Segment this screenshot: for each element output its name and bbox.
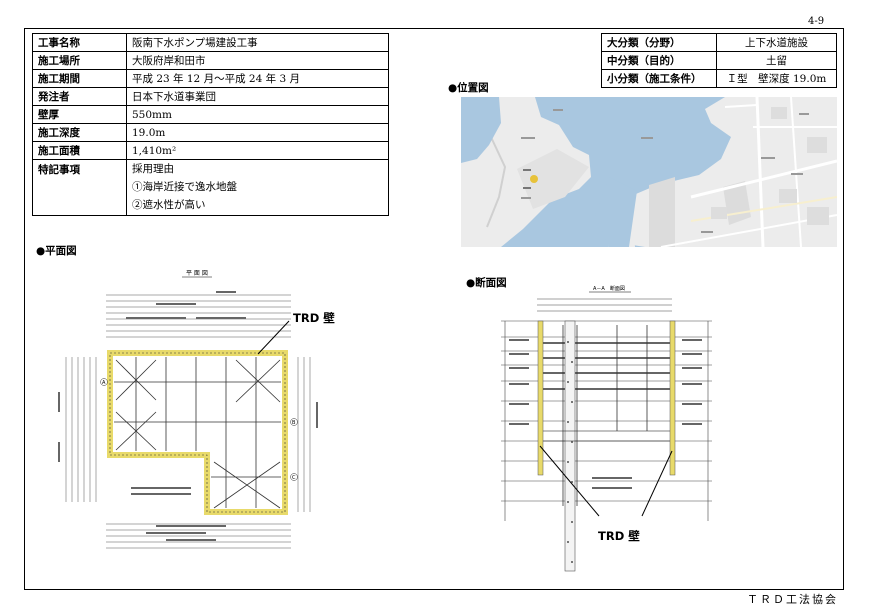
page-number: 4-9 bbox=[808, 16, 825, 27]
classification-label: 中分類（目的） bbox=[601, 51, 717, 70]
special-notes-value: 採用理由 ①海岸近接で逸水地盤 ②遮水性が高い bbox=[126, 159, 389, 216]
project-info-value: 1,410m² bbox=[126, 141, 389, 160]
cross-section-drawing: A－A 断面図 bbox=[497, 281, 719, 581]
classification-value: 上下水道施設 bbox=[716, 33, 837, 52]
plan-row-label: B bbox=[292, 420, 296, 426]
project-info-value: 19.0m bbox=[126, 123, 389, 142]
plan-row-label: C bbox=[292, 475, 296, 481]
cross-section-heading: ●断面図 bbox=[466, 277, 507, 289]
project-info-value: 550mm bbox=[126, 105, 389, 124]
classification-row: 大分類（分野）上下水道施設 bbox=[601, 33, 837, 52]
special-notes-line: ①海岸近接で逸水地盤 bbox=[132, 181, 237, 193]
project-info-label: 施工面積 bbox=[32, 141, 127, 160]
project-info-row: 施工場所大阪府岸和田市 bbox=[32, 51, 389, 70]
project-info-row: 施工期間平成 23 年 12 月～平成 24 年 3 月 bbox=[32, 69, 389, 88]
project-info-value: 平成 23 年 12 月～平成 24 年 3 月 bbox=[126, 69, 389, 88]
project-info-label: 施工場所 bbox=[32, 51, 127, 70]
classification-label: 大分類（分野） bbox=[601, 33, 717, 52]
classification-row: 小分類（施工条件）Ｉ型 壁深度 19.0m bbox=[601, 69, 837, 88]
project-info-label: 工事名称 bbox=[32, 33, 127, 52]
location-map-image bbox=[461, 97, 837, 247]
cross-section-title: A－A 断面図 bbox=[593, 285, 625, 292]
plan-row-label: A bbox=[102, 380, 106, 386]
plan-view-heading: ●平面図 bbox=[36, 245, 77, 257]
project-info-value: 日本下水道事業団 bbox=[126, 87, 389, 106]
project-info-row: 発注者日本下水道事業団 bbox=[32, 87, 389, 106]
classification-row: 中分類（目的）土留 bbox=[601, 51, 837, 70]
location-map-heading: ●位置図 bbox=[448, 82, 489, 94]
special-notes-line: 採用理由 bbox=[132, 163, 174, 175]
project-info-value: 阪南下水ポンプ場建設工事 bbox=[126, 33, 389, 52]
project-info-label: 施工深度 bbox=[32, 123, 127, 142]
site-marker-icon bbox=[530, 175, 538, 183]
classification-value: Ｉ型 壁深度 19.0m bbox=[716, 69, 837, 88]
page-frame bbox=[24, 28, 844, 590]
footer-organization: ＴＲＤ工法協会 bbox=[747, 593, 838, 606]
special-notes-line: ②遮水性が高い bbox=[132, 199, 206, 211]
project-info-label: 施工期間 bbox=[32, 69, 127, 88]
classification-value: 土留 bbox=[716, 51, 837, 70]
project-info-value: 大阪府岸和田市 bbox=[126, 51, 389, 70]
project-info-row: 工事名称阪南下水ポンプ場建設工事 bbox=[32, 33, 389, 52]
project-info-label: 発注者 bbox=[32, 87, 127, 106]
plan-trd-wall-label: TRD 壁 bbox=[293, 311, 335, 325]
section-trd-wall-label: TRD 壁 bbox=[598, 529, 640, 543]
project-info-table: 工事名称阪南下水ポンプ場建設工事施工場所大阪府岸和田市施工期間平成 23 年 1… bbox=[32, 33, 389, 216]
plan-view-title: 平 面 図 bbox=[186, 270, 208, 277]
classification-table: 大分類（分野）上下水道施設中分類（目的）土留小分類（施工条件）Ｉ型 壁深度 19… bbox=[601, 33, 837, 88]
classification-label: 小分類（施工条件） bbox=[601, 69, 717, 88]
special-notes-label: 特記事項 bbox=[32, 159, 127, 216]
project-info-label: 壁厚 bbox=[32, 105, 127, 124]
plan-view-drawing: 平 面 図 bbox=[36, 262, 359, 554]
special-notes-row: 特記事項 採用理由 ①海岸近接で逸水地盤 ②遮水性が高い bbox=[32, 159, 389, 216]
